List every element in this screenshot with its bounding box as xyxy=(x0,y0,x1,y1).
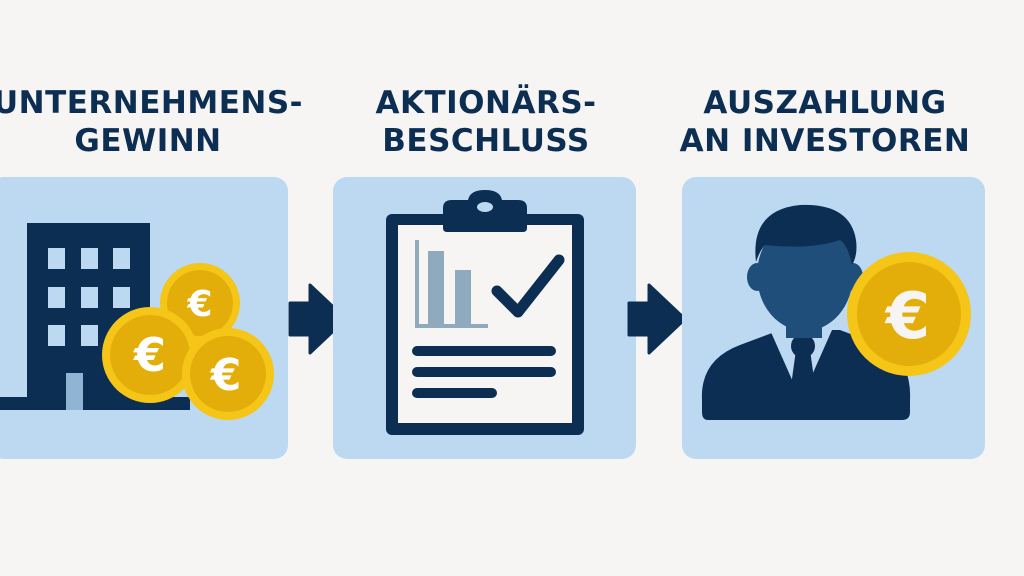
building-with-euro-coins-icon: € € € xyxy=(0,223,274,420)
step-2-title-line1: AKTIONÄRS- xyxy=(375,85,597,121)
arrow-right-icon xyxy=(627,283,687,355)
step-3-title-line2: AN INVESTOREN xyxy=(679,123,971,159)
step-2-title-line2: BESCHLUSS xyxy=(382,123,590,159)
step-1-title: UNTERNEHMENS- GEWINN xyxy=(0,84,308,160)
clipboard-chart-checkmark-icon xyxy=(386,190,584,435)
step-1-panel: € € € xyxy=(0,177,288,459)
step-2-title: AKTIONÄRS- BESCHLUSS xyxy=(336,84,636,160)
step-1-title-line1: UNTERNEHMENS- xyxy=(0,85,304,121)
svg-text:€: € xyxy=(210,350,242,401)
step-3-title-line1: AUSZAHLUNG xyxy=(703,85,947,121)
step-1-title-line2: GEWINN xyxy=(74,123,222,159)
svg-text:€: € xyxy=(133,328,166,382)
step-2-panel xyxy=(333,177,636,459)
step-3-title: AUSZAHLUNG AN INVESTOREN xyxy=(670,84,980,160)
arrow-right-icon xyxy=(288,283,348,355)
step-3-panel: € xyxy=(682,177,985,459)
svg-text:€: € xyxy=(186,284,212,325)
investor-with-euro-coin-icon: € xyxy=(701,204,971,420)
svg-text:€: € xyxy=(884,280,931,354)
